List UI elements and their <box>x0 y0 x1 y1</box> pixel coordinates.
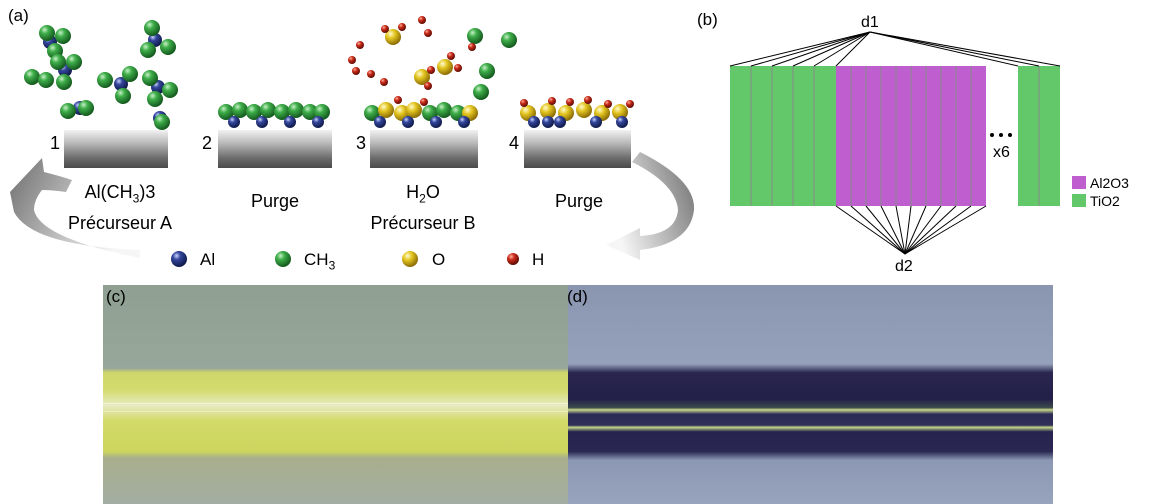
water-molecules <box>348 16 517 100</box>
al-atom-icon <box>171 251 187 267</box>
fan-line-top <box>750 31 871 67</box>
step-3-caption: H2O Précurseur B <box>358 180 488 235</box>
ellipsis-dot-1 <box>990 133 994 137</box>
fan-line-bottom <box>865 205 906 255</box>
ald-molecules-illustration <box>24 16 634 130</box>
ellipsis-dot-2 <box>999 133 1003 137</box>
layer-stack-diagram <box>729 31 1086 255</box>
legend-label-ch3: CH3 <box>304 250 336 273</box>
tma-molecules <box>24 20 178 130</box>
fan-line-top <box>813 31 871 67</box>
fan-line-top <box>869 31 1040 67</box>
fan-line-bottom <box>850 205 906 255</box>
o-atom-icon <box>402 251 418 267</box>
surface-layer-step3 <box>364 96 478 128</box>
layer-dividers <box>750 66 1040 206</box>
surface-layer-step4 <box>520 96 634 128</box>
legend-swatch-tio2 <box>1072 194 1086 207</box>
label-d2: d2 <box>895 258 913 275</box>
micrograph-d <box>568 285 1053 504</box>
tio2-block-left <box>730 66 836 206</box>
fan-line-top <box>792 31 871 67</box>
fan-line-bottom <box>904 205 957 255</box>
atom-legend-swatches <box>171 251 519 267</box>
right-cycle-arrow <box>606 152 695 260</box>
substrate-2 <box>218 130 332 168</box>
step-number-4: 4 <box>509 133 520 153</box>
fan-line-bottom <box>904 205 927 255</box>
cycle-arrow-shapes <box>10 152 695 260</box>
fan-line-top <box>729 31 871 67</box>
step-3-line1: H2O <box>406 182 440 206</box>
fan-line-bottom <box>835 205 906 255</box>
fan-line-top <box>869 31 1061 67</box>
fan-line-bottom <box>904 205 942 255</box>
label-d1: d1 <box>861 14 879 31</box>
step-3-line2: Précurseur B <box>370 212 476 233</box>
legend-label-al: Al <box>200 250 216 269</box>
h-atom-icon <box>507 253 519 265</box>
step-1-caption: Al(CH3)3 Précurseur A <box>55 180 185 235</box>
legend-label-h: H <box>532 250 545 269</box>
fan-line-bottom <box>895 205 906 255</box>
fan-line-bottom <box>904 205 972 255</box>
fan-line-bottom <box>904 205 912 255</box>
panel-label-c: (c) <box>106 287 126 306</box>
legend-label-tio2: TiO2 <box>1090 193 1120 209</box>
legend-label-al2o3: Al2O3 <box>1090 175 1129 191</box>
substrate-4 <box>524 130 631 168</box>
panel-label-a: (a) <box>8 6 29 25</box>
surface-layer-step2 <box>218 102 330 128</box>
ellipsis-dot-3 <box>1008 133 1012 137</box>
fan-line-bottom <box>904 205 987 255</box>
step-1-line1: Al(CH3)3 <box>84 182 156 206</box>
substrate-1 <box>64 130 168 168</box>
fan-line-top <box>771 31 871 67</box>
panel-label-b: (b) <box>697 10 718 29</box>
legend-label-o: O <box>432 250 446 269</box>
step-number-2: 2 <box>202 133 213 153</box>
fan-line-top <box>869 31 1019 67</box>
legend-swatch-al2o3 <box>1072 176 1086 189</box>
label-repeat: x6 <box>993 144 1010 161</box>
step-2-caption: Purge <box>250 191 300 211</box>
step-number-3: 3 <box>356 133 367 153</box>
fan-lines <box>729 31 1061 255</box>
substrate-3 <box>370 130 478 168</box>
fan-line-top <box>835 31 871 67</box>
step-1-line2: Précurseur A <box>67 212 173 233</box>
micrograph-c <box>103 285 568 504</box>
fan-line-bottom <box>880 205 906 255</box>
step-4-caption: Purge <box>554 191 604 211</box>
step-number-1: 1 <box>50 133 61 153</box>
ch3-atom-icon <box>275 251 291 267</box>
panel-label-d: (d) <box>567 287 588 306</box>
left-cycle-arrow <box>10 158 140 258</box>
